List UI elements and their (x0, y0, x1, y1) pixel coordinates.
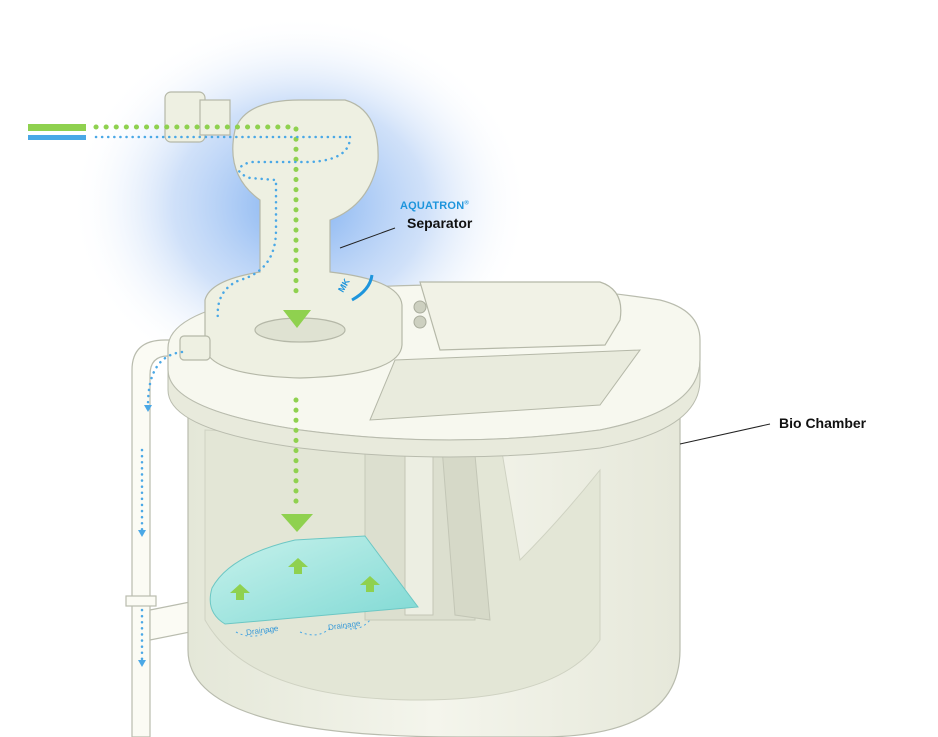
filter-bed (209, 535, 419, 625)
water-inlet-bar (28, 135, 86, 140)
down-arrow-icon (281, 514, 313, 532)
separator-leader-line (339, 227, 396, 249)
up-arrow-icon (230, 558, 380, 600)
bio-chamber-leader-line (679, 423, 771, 445)
drainage-flow-path (235, 619, 371, 637)
water-arrow-icons (138, 405, 152, 667)
bio-chamber-tank (167, 281, 701, 737)
flush-water-flow-path (94, 135, 352, 662)
urine-flow-path (93, 124, 299, 508)
aquatron-separator: MK (164, 91, 403, 379)
brand-label: AQUATRON® (400, 200, 469, 212)
urine-inlet-bar (28, 124, 86, 131)
separator-label: Separator (407, 215, 473, 231)
down-arrow-icon (283, 310, 311, 328)
bio-chamber-label: Bio Chamber (779, 415, 867, 431)
